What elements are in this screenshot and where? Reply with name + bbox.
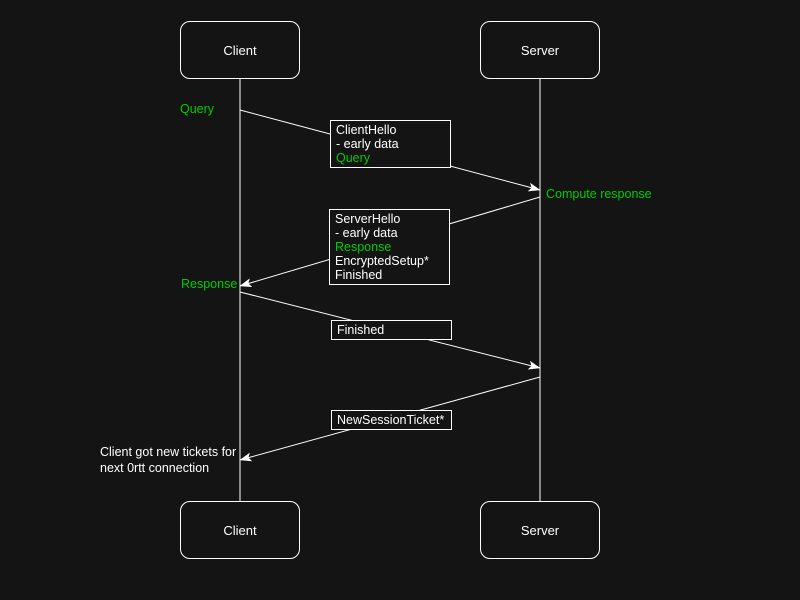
annotation-query: Query xyxy=(180,102,215,116)
note-line-2: next 0rtt connection xyxy=(100,461,210,475)
message-text-line: Finished xyxy=(335,268,383,282)
message-box-finished: Finished xyxy=(331,320,452,340)
message-text-line: - early data xyxy=(336,137,399,151)
note-line-1: Client got new tickets for xyxy=(100,445,237,459)
actor-server-top: Server xyxy=(480,21,600,79)
message-text-line: Finished xyxy=(337,323,385,337)
note-new-tickets: Client got new tickets for next 0rtt con… xyxy=(100,444,236,476)
message-text-line: Query xyxy=(336,151,371,165)
actor-server-bottom: Server xyxy=(480,501,600,559)
message-box-clienthello: ClientHello - early data Query xyxy=(330,120,451,168)
actor-server-top-label: Server xyxy=(520,42,560,58)
message-text-line: - early data xyxy=(335,226,398,240)
actor-client-bottom-label: Client xyxy=(223,522,257,538)
message-text-line: Response xyxy=(335,240,392,254)
message-box-serverhello: ServerHello - early data Response Encryp… xyxy=(329,209,450,285)
message-text-line: ServerHello xyxy=(335,212,401,226)
message-box-newsessionticket: NewSessionTicket* xyxy=(331,410,452,430)
actor-client-top-label: Client xyxy=(223,42,257,58)
message-text-line: NewSessionTicket* xyxy=(337,413,445,427)
annotation-compute-response: Compute response xyxy=(546,187,652,201)
message-text-line: EncryptedSetup* xyxy=(335,254,429,268)
actor-client-bottom: Client xyxy=(180,501,300,559)
message-text-line: ClientHello xyxy=(336,123,397,137)
annotation-response: Response xyxy=(181,277,238,291)
actor-client-top: Client xyxy=(180,21,300,79)
actor-server-bottom-label: Server xyxy=(520,522,560,538)
